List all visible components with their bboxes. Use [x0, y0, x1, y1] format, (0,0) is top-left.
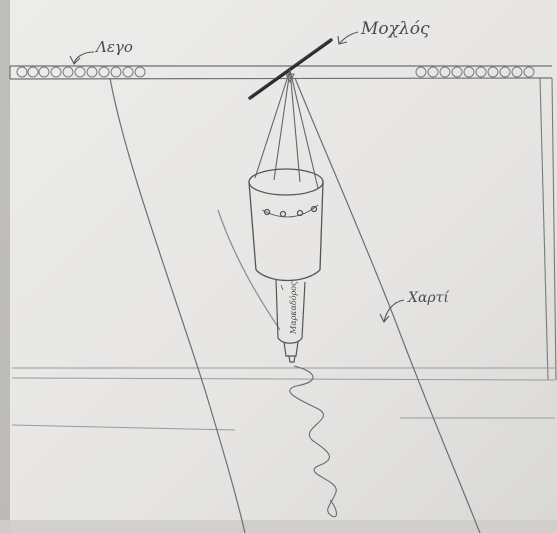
- marker-label: Μαρκαδόρος: [289, 281, 298, 335]
- charti-label: Χαρτί: [407, 289, 449, 306]
- mochlos-label: Μοχλός: [360, 19, 430, 39]
- bottom-shadow: [0, 520, 557, 533]
- lego-label: Λεγο: [94, 38, 133, 56]
- left-shadow: [0, 0, 10, 533]
